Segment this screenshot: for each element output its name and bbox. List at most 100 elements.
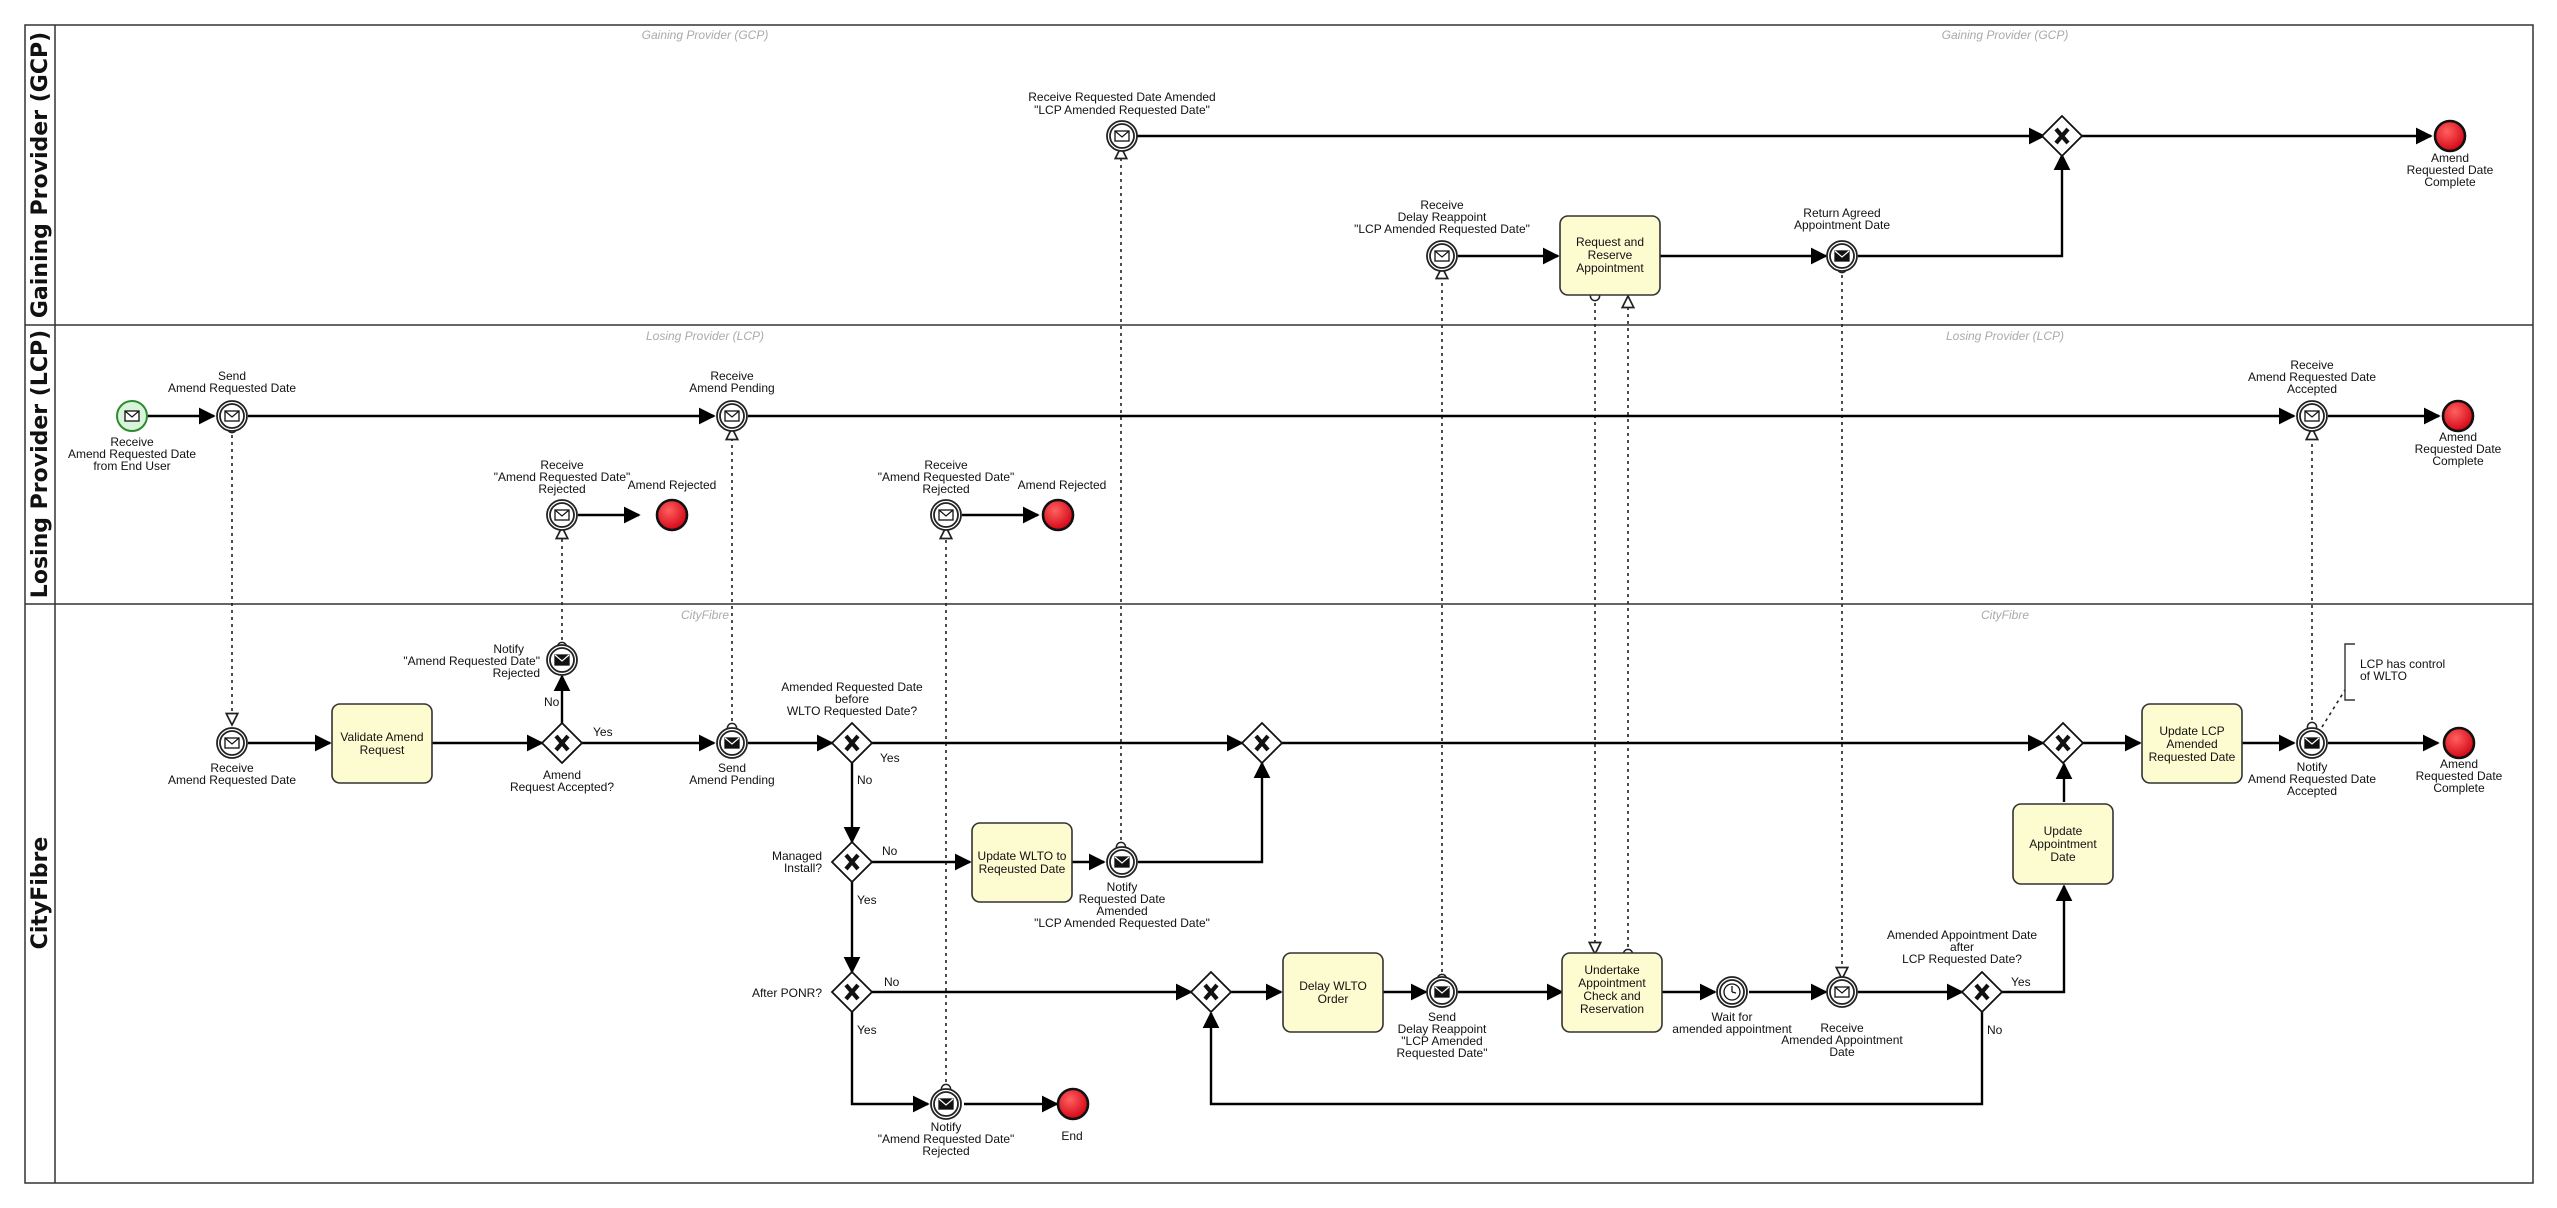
svg-text:Amend Rejected: Amend Rejected: [628, 478, 717, 492]
svg-text:Yes: Yes: [2011, 975, 2031, 989]
lane-title-lcp: Losing Provider (LCP): [28, 330, 53, 598]
notify-requested-date-amended-event[interactable]: [1106, 846, 1138, 878]
receive-amended-appointment-event[interactable]: [1826, 976, 1858, 1008]
end-event-gcp-complete[interactable]: [2433, 119, 2467, 153]
gateway-merge-3[interactable]: [2041, 721, 2085, 765]
receive-requested-date-amended-event[interactable]: [1106, 120, 1138, 152]
send-amend-requested-date-event[interactable]: [216, 400, 248, 432]
flow-labels: Yes No Yes No No Yes No Yes Yes No: [544, 695, 2031, 1037]
message-flows: [232, 147, 2312, 1089]
event-labels: Receive Requested Date Amended"LCP Amend…: [68, 90, 2503, 1158]
lane-title-gcp: Gaining Provider (GCP): [28, 32, 53, 318]
start-event-receive-from-end-user[interactable]: [116, 400, 148, 432]
receive-amend-requested-date-event[interactable]: [216, 727, 248, 759]
svg-text:Yes: Yes: [880, 751, 900, 765]
svg-text:Amend Rejected: Amend Rejected: [1018, 478, 1107, 492]
sequence-flows: [147, 127, 2441, 1113]
svg-text:Receive"Amend Requested Date"R: Receive"Amend Requested Date"Rejected: [878, 458, 1015, 496]
svg-text:Yes: Yes: [857, 893, 877, 907]
end-event-cf-complete[interactable]: [2442, 726, 2476, 760]
notify-accepted-event[interactable]: [2296, 727, 2328, 759]
gateway-before-wlto[interactable]: [830, 721, 874, 765]
lane-ghost-gcp-1: Gaining Provider (GCP): [642, 28, 769, 42]
send-amend-pending-event[interactable]: [716, 727, 748, 759]
gateway-after-ponr[interactable]: [830, 970, 874, 1014]
svg-text:Receive"Amend Requested Date"R: Receive"Amend Requested Date"Rejected: [494, 458, 631, 496]
send-delay-reappoint-event[interactable]: [1426, 976, 1458, 1008]
svg-text:No: No: [884, 975, 900, 989]
end-event-amend-rejected-1[interactable]: [655, 498, 689, 532]
svg-text:No: No: [857, 773, 873, 787]
svg-text:Yes: Yes: [593, 725, 613, 739]
lane-ghost-lcp-1: Losing Provider (LCP): [646, 329, 764, 343]
receive-rejected-event-1[interactable]: [546, 499, 578, 531]
lane-ghost-cf-1: CityFibre: [681, 608, 729, 622]
receive-accepted-event[interactable]: [2296, 400, 2328, 432]
svg-text:No: No: [882, 844, 898, 858]
gateway-after-lcp-date[interactable]: [1960, 970, 2004, 1014]
gateway-merge-1[interactable]: [1240, 721, 1284, 765]
gateway-gcp-merge[interactable]: [2040, 114, 2084, 158]
end-event-end[interactable]: [1056, 1087, 1090, 1121]
receive-delay-reappoint-event[interactable]: [1426, 240, 1458, 272]
svg-text:No: No: [1987, 1023, 2003, 1037]
gateway-amend-accepted[interactable]: [540, 721, 584, 765]
lane-ghost-lcp-2: Losing Provider (LCP): [1946, 329, 2064, 343]
svg-text:No: No: [544, 695, 560, 709]
svg-text:Notify"Amend Requested Date"Re: Notify"Amend Requested Date"Rejected: [878, 1120, 1015, 1158]
receive-rejected-event-2[interactable]: [930, 499, 962, 531]
svg-text:End: End: [1061, 1129, 1082, 1143]
end-event-amend-rejected-2[interactable]: [1041, 498, 1075, 532]
notify-rejected-event[interactable]: [546, 644, 578, 676]
lane-title-cityfibre: CityFibre: [28, 837, 53, 950]
timer-wait-event[interactable]: [1716, 976, 1748, 1008]
lane-ghost-cf-2: CityFibre: [1981, 608, 2029, 622]
svg-text:Notify"Amend Requested Date"Re: Notify"Amend Requested Date"Rejected: [403, 642, 540, 680]
gateway-managed-install[interactable]: [830, 840, 874, 884]
end-event-lcp-complete[interactable]: [2441, 399, 2475, 433]
lane-ghost-gcp-2: Gaining Provider (GCP): [1942, 28, 2069, 42]
svg-text:Receive Requested Date Amended: Receive Requested Date Amended"LCP Amend…: [1028, 90, 1215, 117]
gateway-merge-2[interactable]: [1189, 970, 1233, 1014]
pool-frame: [24, 24, 2534, 1184]
notify-rejected-event-2[interactable]: [930, 1088, 962, 1120]
return-agreed-appointment-event[interactable]: [1826, 240, 1858, 272]
receive-amend-pending-event[interactable]: [716, 400, 748, 432]
